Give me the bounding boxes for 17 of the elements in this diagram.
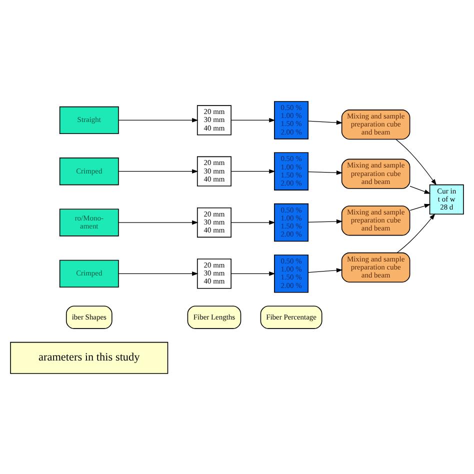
arrow (230, 168, 276, 174)
arrow (230, 220, 276, 224)
arrow (118, 168, 198, 174)
arrow (308, 268, 343, 272)
arrow (118, 220, 198, 224)
arrow (410, 185, 431, 194)
arrow (308, 170, 343, 174)
arrow (118, 271, 198, 276)
arrow (410, 203, 431, 210)
node-box: arameters in this study (10, 341, 168, 374)
arrow (118, 118, 198, 122)
arrow (308, 120, 343, 124)
arrow (396, 138, 437, 185)
arrow (230, 271, 276, 276)
arrow (230, 118, 276, 122)
arrow (396, 213, 436, 252)
arrow (308, 218, 343, 224)
